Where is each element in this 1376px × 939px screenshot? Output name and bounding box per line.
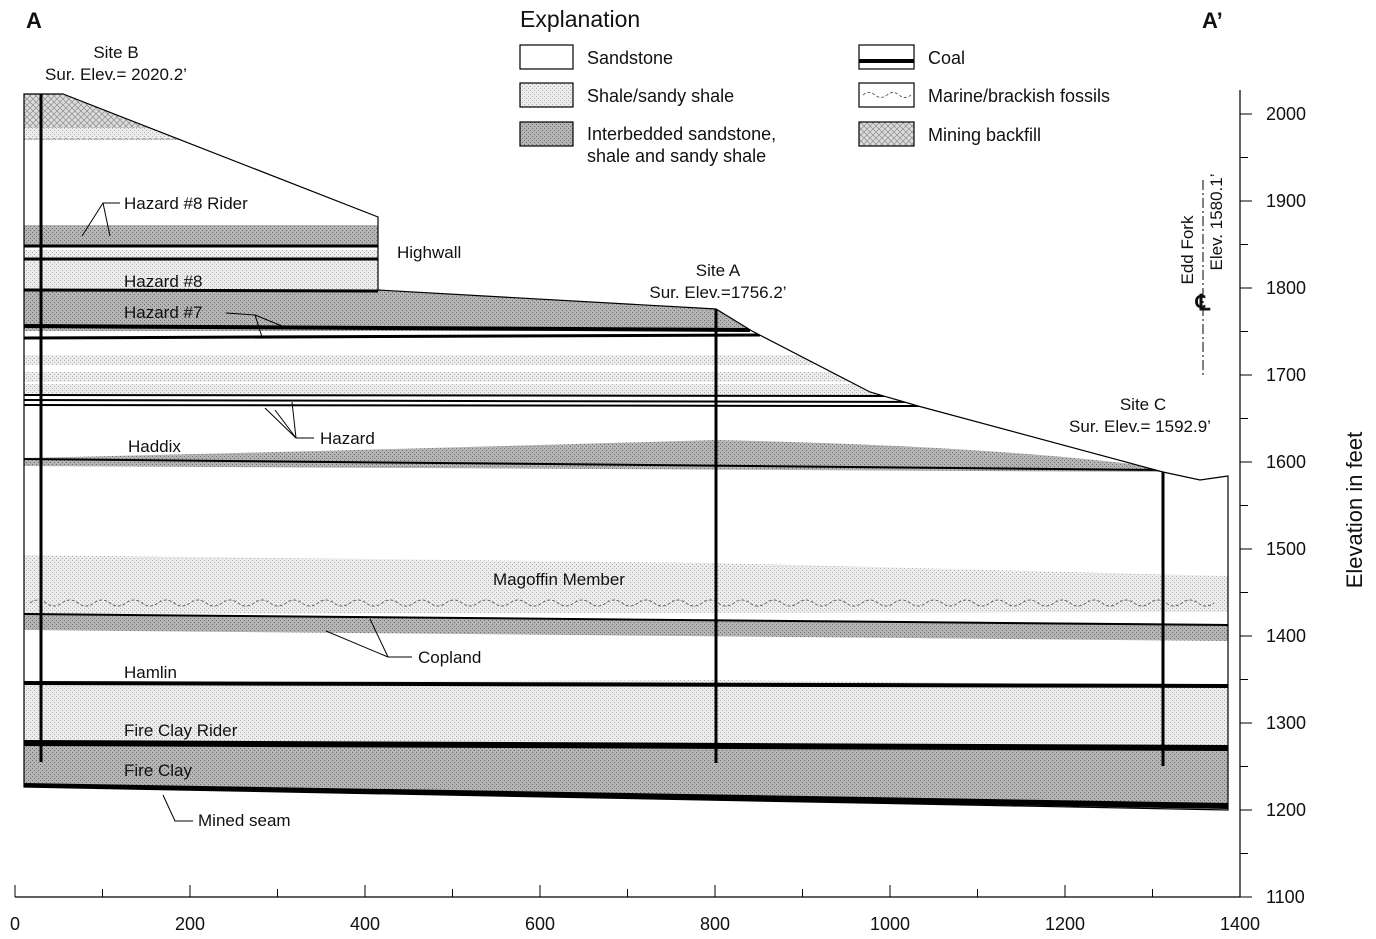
coal-hazard-2 [24, 399, 921, 403]
coal-fire-clay-rider [24, 740, 1228, 751]
shale-top [24, 140, 378, 217]
interbedded-hazard7 [24, 289, 752, 331]
label-hazard: Hazard [320, 429, 375, 448]
legend-swatch-shale [519, 82, 574, 108]
coal-mined-seam [24, 783, 1228, 809]
legend-label-shale: Shale/sandy shale [587, 86, 734, 106]
label-hamlin: Hamlin [124, 663, 177, 682]
coal-hazard8 [24, 288, 379, 293]
legend-label-fossils: Marine/brackish fossils [928, 86, 1110, 106]
legend-swatch-coal [858, 44, 915, 70]
drill-holes [39, 94, 1165, 766]
label-fire-clay: Fire Clay [124, 761, 193, 780]
y-axis: 1100 1200 1300 1400 1500 1600 1700 1800 1900 2000 [1239, 90, 1306, 907]
label-mined-seam: Mined seam [198, 811, 291, 830]
x-tick-label: 1200 [1045, 914, 1085, 934]
label-hazard7: Hazard #7 [124, 303, 202, 322]
legend-label-sandstone: Sandstone [587, 48, 673, 68]
shale-hamlin [24, 680, 1228, 748]
y-tick-label: 1400 [1266, 626, 1306, 646]
shale-band-backfill [24, 128, 180, 138]
site-b-elev: Sur. Elev.= 2020.2’ [45, 65, 187, 84]
y-tick-label: 1300 [1266, 713, 1306, 733]
shale-band-1720 [24, 355, 1000, 365]
coal-hazard-1 [24, 394, 901, 397]
centerline-icon: ℄ [1195, 290, 1211, 315]
x-tick-label: 1400 [1220, 914, 1260, 934]
y-tick-label: 1600 [1266, 452, 1306, 472]
coal-hazard-3 [24, 404, 931, 407]
coal-hazard7-lower [24, 333, 761, 340]
legend-title: Explanation [520, 6, 640, 32]
site-a-name: Site A [696, 261, 741, 280]
x-tick-label: 400 [350, 914, 380, 934]
coal-hamlin [24, 681, 1228, 688]
legend-swatch-backfill [858, 121, 915, 147]
edd-fork-stream: Edd Fork Elev. 1580.1’ ℄ [1178, 173, 1226, 378]
legend-label-interbedded-2: shale and sandy shale [587, 146, 766, 166]
site-c-name: Site C [1120, 395, 1166, 414]
section-end-label: A’ [1202, 8, 1223, 33]
x-tick-label: 200 [175, 914, 205, 934]
legend-swatch-interbedded [519, 121, 574, 147]
x-axis: 0 200 400 600 800 1000 1200 1400 [10, 885, 1260, 934]
legend-label-backfill: Mining backfill [928, 125, 1041, 145]
x-tick-label: 1000 [870, 914, 910, 934]
strata [24, 94, 1228, 810]
interbedded-copland [24, 614, 1228, 641]
label-hazard8-rider: Hazard #8 Rider [124, 194, 248, 213]
x-tick-label: 0 [10, 914, 20, 934]
y-tick-label: 1700 [1266, 365, 1306, 385]
leader-lines [81, 202, 412, 822]
legend-label-interbedded: Interbedded sandstone, [587, 124, 776, 144]
legend-label-coal: Coal [928, 48, 965, 68]
coal-copland [24, 613, 1228, 626]
y-tick-label: 1900 [1266, 191, 1306, 211]
section-outline [23, 93, 1229, 811]
label-haddix: Haddix [128, 437, 181, 456]
stream-elev: Elev. 1580.1’ [1207, 173, 1226, 270]
interbedded-haddix [24, 440, 1163, 472]
stream-name: Edd Fork [1178, 215, 1197, 284]
coal-seams [24, 244, 1228, 809]
site-c-elev: Sur. Elev.= 1592.9’ [1069, 417, 1211, 436]
x-tick-label: 800 [700, 914, 730, 934]
y-tick-label: 2000 [1266, 104, 1306, 124]
unit-labels: Hazard #8 Rider Highwall Hazard #8 Hazar… [124, 194, 625, 830]
shale-magoffin [24, 555, 1228, 614]
y-tick-label: 1200 [1266, 800, 1306, 820]
coal-hazard7-upper [24, 324, 751, 332]
site-a-elev: Sur. Elev.=1756.2’ [649, 283, 786, 302]
legend-swatch-sandstone [519, 44, 574, 70]
x-tick-label: 600 [525, 914, 555, 934]
label-highwall: Highwall [397, 243, 461, 262]
shale-band-1705 [24, 372, 1000, 382]
label-magoffin: Magoffin Member [493, 570, 625, 589]
y-axis-label: Elevation in feet [1342, 432, 1367, 589]
y-tick-label: 1800 [1266, 278, 1306, 298]
label-hazard8: Hazard #8 [124, 272, 202, 291]
shale-band-1690 [24, 384, 1000, 395]
y-tick-label: 1500 [1266, 539, 1306, 559]
explanation-legend: Explanation Sandstone Shale/sandy shale … [519, 6, 1110, 166]
fossils-band [29, 599, 1215, 607]
section-start-label: A [26, 8, 42, 33]
label-copland: Copland [418, 648, 481, 667]
site-b-name: Site B [93, 43, 138, 62]
coal-haddix [24, 458, 1164, 471]
interbedded-hazard8-rider [24, 225, 380, 245]
y-tick-label: 1100 [1266, 887, 1305, 907]
label-fire-clay-rider: Fire Clay Rider [124, 721, 238, 740]
